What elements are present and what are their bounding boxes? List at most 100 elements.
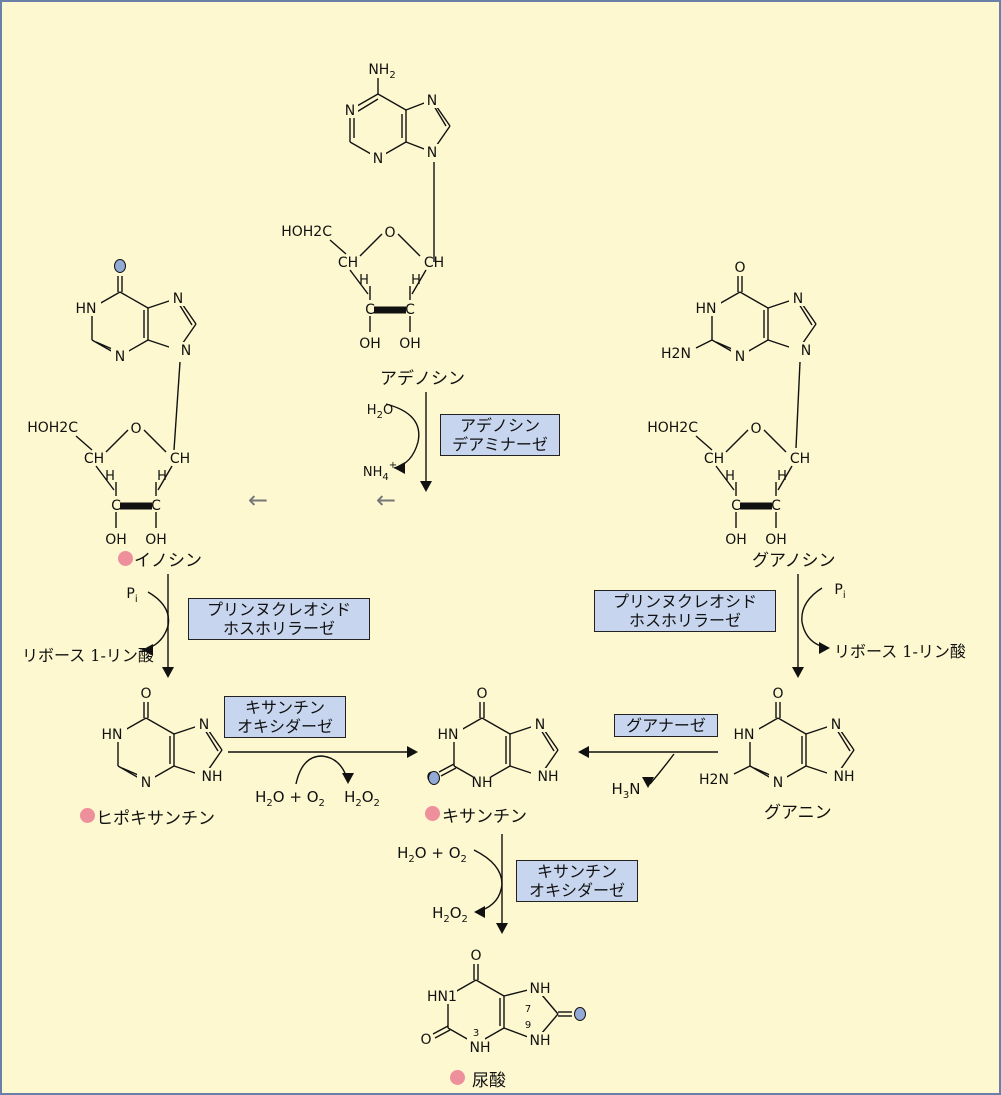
guanosine-ribose-oh3: OH	[725, 532, 747, 548]
arrow-inosine-head	[162, 667, 174, 678]
inosine-ribose-oh2: OH	[145, 532, 167, 548]
guanine-bond-6	[777, 717, 807, 735]
arrow-hypo-head	[407, 746, 418, 758]
inosine-ribose-c1c2	[157, 465, 173, 491]
h3n: H3N	[612, 780, 641, 801]
guanosine-ribose-oc1	[763, 429, 787, 453]
enzyme-adenosine-deaminase-line-2: デアミナーゼ	[452, 435, 548, 454]
curve-xo-2-head	[474, 906, 485, 918]
curve-pnp-left-head	[142, 644, 153, 656]
uric-mask-n7	[527, 980, 545, 996]
adenosine-mask-n1	[342, 102, 358, 118]
label-hypoxanthine: ヒポキサンチン	[96, 809, 215, 829]
curve-xo-2	[473, 849, 503, 913]
guanosine-dbl-c8n7	[798, 303, 813, 326]
guanosine-ribose-h3: H	[725, 469, 735, 484]
enzyme-pnp-left: プリンヌクレオシドホスホリラーゼ	[188, 598, 370, 640]
inosine-ribose-h3: H	[105, 469, 115, 484]
guanosine-ribose-ch2oh: HOH2C	[647, 420, 698, 436]
guanosine-ribose-c3: C	[731, 498, 741, 514]
hypoxanthine-o6: O	[140, 686, 151, 702]
uric-o6: O	[470, 948, 481, 964]
adenosine-n7: N	[427, 93, 437, 109]
label-ribose-left: リボース 1-リン酸	[22, 646, 154, 665]
left-arrow-1: ←	[376, 486, 396, 514]
hypoxanthine-n1: HN	[102, 727, 123, 743]
arrow-guanine-head	[578, 746, 589, 758]
h2o-o2-1: H2O + O2	[255, 788, 325, 809]
inosine-ribose-ch2oh: HOH2C	[27, 420, 78, 436]
guanosine-cn2	[695, 339, 713, 349]
hypoxanthine-atom-mask-0	[109, 726, 127, 742]
arrow-adenosine-head	[420, 481, 432, 492]
adenosine-ribose-c4: CH	[338, 255, 358, 271]
guanosine-ribose-c4o	[725, 429, 749, 453]
adenosine-ribose-c2: C	[405, 302, 415, 318]
uric-n3: NH	[470, 1040, 491, 1056]
inosine-dbl-c8n7	[178, 303, 193, 326]
hypoxanthine-n3: N	[141, 775, 151, 791]
h2o2-2: H2O2	[432, 904, 468, 925]
uric-n7-num: 7	[525, 1004, 531, 1015]
adenosine-mask-n3	[370, 150, 386, 166]
uric-n9: NH	[530, 1033, 551, 1049]
curve-adenosine-head	[394, 462, 405, 474]
inosine-bond-6	[119, 291, 149, 309]
uric-mask-n9	[527, 1032, 545, 1048]
guanine-n7: N	[831, 717, 841, 733]
arrow-guanosine-head	[792, 667, 804, 678]
xanthine-n1: HN	[438, 727, 459, 743]
dot-hypoxanthine	[80, 808, 95, 823]
enzyme-guanase: グアナーゼ	[614, 714, 718, 737]
uric-bond-5	[475, 979, 505, 997]
xanthine-atom-mask-1	[473, 774, 491, 790]
xanthine-n3: NH	[472, 775, 493, 791]
enzyme-xanthine-oxidase-1: キサンチンオキシダーゼ	[224, 696, 346, 738]
guanine-n9: NH	[834, 769, 855, 785]
adenosine-bond-5	[377, 93, 407, 111]
uric-n3-num: 3	[473, 1028, 479, 1039]
label-ribose-right: リボース 1-リン酸	[834, 642, 966, 661]
xanthine-atom-mask-2	[531, 716, 549, 732]
guanosine-ribose-c3c4	[715, 465, 735, 491]
guanosine-n7: N	[793, 291, 803, 307]
inosine-o-highlight	[114, 259, 126, 273]
label-adenosine: アデノシン	[380, 369, 465, 389]
curve-xo-1-head	[342, 773, 354, 784]
inosine-ribose-c4: CH	[84, 451, 104, 467]
guanosine-atom-mask-1	[731, 348, 749, 364]
guanosine-ribose-oh2: OH	[765, 532, 787, 548]
pi-right: Pi	[834, 582, 845, 601]
left-arrow-2: ←	[248, 486, 268, 514]
inosine-ribose-oc1	[143, 429, 167, 453]
hypoxanthine-n7: N	[199, 717, 209, 733]
adenosine-ribose-h2: H	[411, 273, 421, 288]
label-xanthine: キサンチン	[442, 807, 527, 827]
xanthine-atom-mask-0	[445, 726, 463, 742]
curve-pnp-right-head	[819, 642, 830, 654]
inosine-atom-mask-3	[169, 342, 187, 358]
enzyme-xanthine-oxidase-2-line-1: キサンチン	[536, 862, 617, 881]
adenosine-dbl-3	[433, 105, 447, 127]
adenosine-ribose-o: O	[384, 225, 395, 241]
guanosine-bond-6	[739, 291, 769, 309]
guanine-n1: HN	[734, 727, 755, 743]
dot-inosine	[118, 551, 133, 566]
curve-guanase	[649, 753, 675, 785]
guanine-nh2: H2N	[699, 772, 729, 788]
guanosine-n3: N	[735, 349, 745, 365]
adenosine-nh2: NH2	[368, 62, 395, 81]
adenosine-n9: N	[427, 145, 437, 161]
inosine-n3: N	[115, 349, 125, 365]
inosine-n7: N	[173, 291, 183, 307]
hypoxanthine-dbl-c8n7	[204, 729, 219, 752]
guanine-o6: O	[772, 686, 783, 702]
label-uric-acid: 尿酸	[472, 1071, 506, 1091]
uric-o2: O	[420, 1032, 431, 1048]
adenosine-ribose-h3: H	[359, 273, 369, 288]
xanthine-co2a	[438, 763, 455, 773]
adenosine-ribose-c1c2	[411, 269, 427, 295]
hypoxanthine-n9: NH	[202, 769, 223, 785]
uric-n1: HN1	[427, 989, 457, 1005]
xanthine-dbl-c8n7	[540, 729, 555, 752]
